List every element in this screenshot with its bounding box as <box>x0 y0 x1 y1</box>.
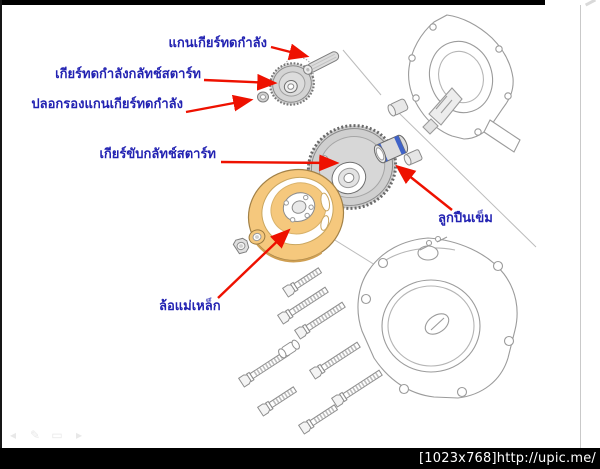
pen-icon[interactable]: ✎ <box>29 428 41 442</box>
slideshow-toolbar: ◂ ✎ ▭ ▸ <box>7 429 85 441</box>
slide-menu-icon[interactable]: ▭ <box>51 428 63 442</box>
watermark-text: [1023x768]http://upic.me/ <box>419 451 596 466</box>
flywheel-part <box>247 168 345 263</box>
left-border-edge <box>0 0 2 448</box>
crankcase-cover-drawing <box>357 235 518 399</box>
label-reduction-gear-shaft-bushing: ปลอกรองแกนเกียร์ทดกำลัง <box>31 96 183 111</box>
washer-part <box>248 229 266 245</box>
callout-arrows <box>185 43 453 299</box>
label-magneto-flywheel: ล้อแม่เหล็ก <box>159 298 221 313</box>
case-spacer-part <box>387 98 409 117</box>
reduction-gear-part <box>269 56 315 106</box>
watermark-bar: [1023x768]http://upic.me/ <box>0 448 600 469</box>
crankcase-drawing <box>408 14 521 153</box>
prev-slide-icon[interactable]: ◂ <box>9 428 17 442</box>
needle-bearing-part <box>373 134 409 164</box>
label-starter-clutch-drive-gear: เกียร์ขับกลัทช์สตาร์ท <box>99 146 216 161</box>
label-starter-clutch-reduction-gear: เกียร์ทดกำลังกลัทช์สตาร์ท <box>55 66 201 81</box>
wire-clamp-part <box>278 339 300 359</box>
shaft-pin-part <box>303 51 340 75</box>
label-reduction-gear-shaft: แกนเกียร์ทดกำลัง <box>168 35 267 50</box>
nut-part <box>232 237 250 255</box>
next-slide-icon[interactable]: ▸ <box>75 428 83 442</box>
bushing-part <box>257 91 269 103</box>
slide-right-border <box>580 5 581 448</box>
label-needle-bearing: ลูกปืนเข็ม <box>438 210 493 225</box>
top-border-bar <box>0 0 545 5</box>
